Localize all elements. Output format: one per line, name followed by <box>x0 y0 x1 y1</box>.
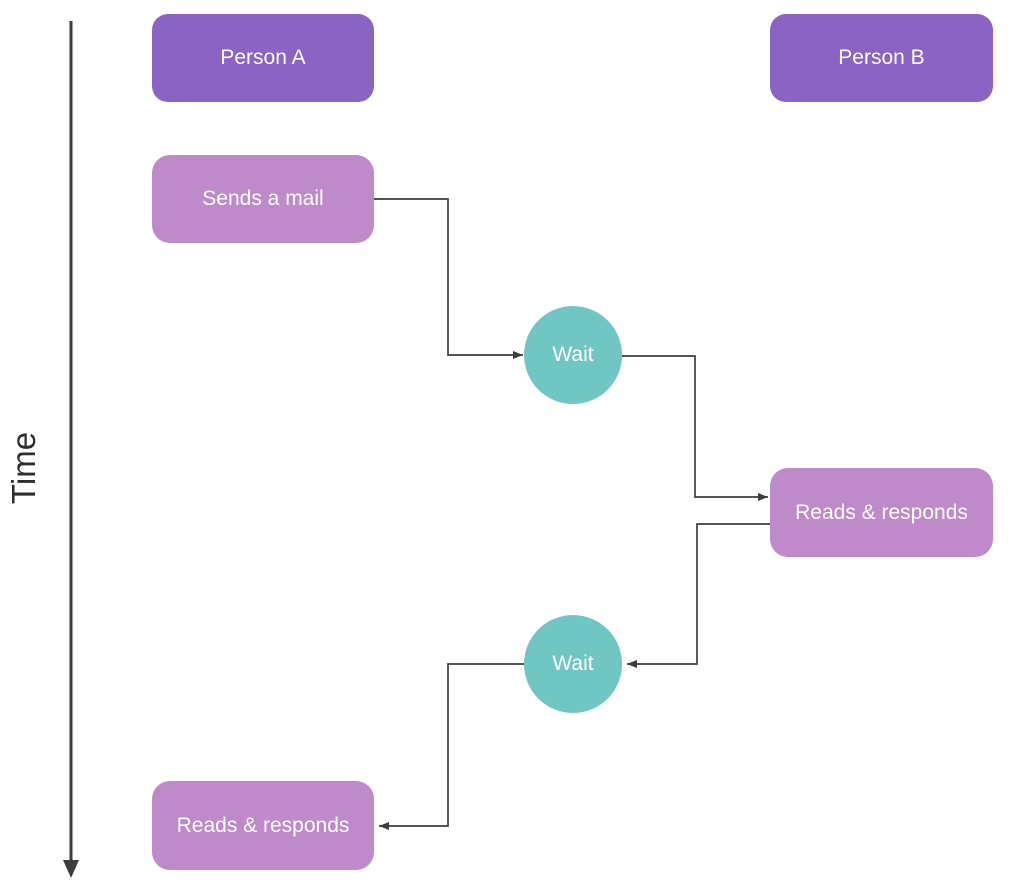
node-reads-responds-a-label: Reads & responds <box>176 813 350 837</box>
node-wait-2-label: Wait <box>552 652 594 676</box>
connector-reads-responds-b-to-wait-2 <box>627 523 770 668</box>
lane-header-person-a: Person A <box>152 14 374 102</box>
connector-wait-1-to-reads-responds-b <box>621 355 768 501</box>
lane-header-person-b-label: Person B <box>838 46 925 70</box>
time-axis-label: Time <box>5 431 42 505</box>
node-sends-a-mail-label: Sends a mail <box>202 187 324 211</box>
node-reads-responds-b-label: Reads & responds <box>795 500 968 524</box>
node-reads-responds-a: Reads & responds <box>152 781 374 870</box>
lane-header-person-a-label: Person A <box>220 46 306 70</box>
connector-wait-2-to-reads-responds-a <box>379 663 524 830</box>
node-reads-responds-b: Reads & responds <box>770 468 993 557</box>
node-wait-2: Wait <box>524 615 622 713</box>
time-axis-arrowhead <box>63 860 79 878</box>
node-wait-1: Wait <box>524 306 622 404</box>
lane-header-person-b: Person B <box>770 14 993 102</box>
connector-sends-a-mail-to-wait-1 <box>374 198 523 359</box>
node-sends-a-mail: Sends a mail <box>152 155 374 243</box>
node-wait-1-label: Wait <box>552 343 594 367</box>
